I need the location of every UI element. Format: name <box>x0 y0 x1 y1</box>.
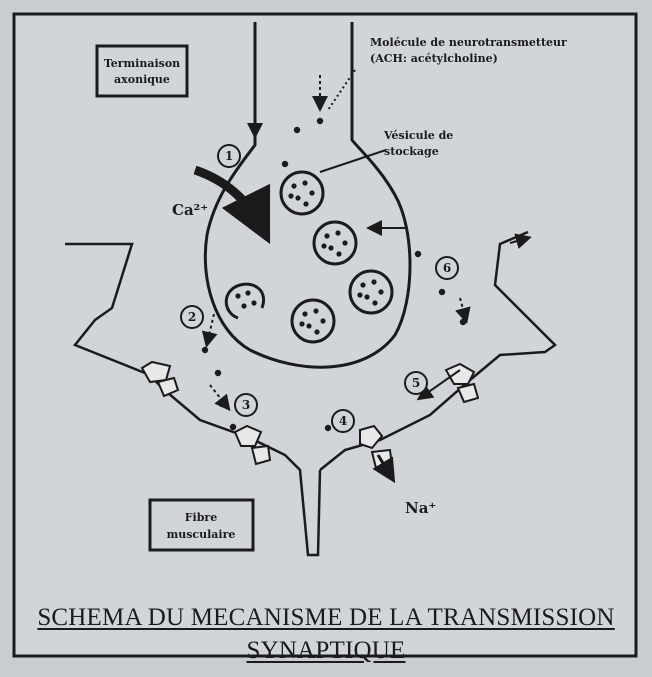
svg-text:3: 3 <box>242 398 250 412</box>
vesicle-label: Vésicule de <box>383 129 453 142</box>
step-marker: 2 <box>181 306 203 328</box>
diagram-caption-line-1: SCHEMA DU MECANISME DE LA TRANSMISSION <box>0 604 652 632</box>
svg-text:5: 5 <box>412 376 420 390</box>
sodium-label: Na⁺ <box>405 499 436 517</box>
axon-terminal-label: Terminaison axonique <box>97 46 187 96</box>
svg-text:Terminaison: Terminaison <box>104 57 180 70</box>
vesicle <box>292 300 334 342</box>
svg-text:2: 2 <box>188 310 196 324</box>
svg-text:6: 6 <box>443 261 451 275</box>
vesicle-label-sub: stockage <box>384 145 439 158</box>
neurotransmitter-label-sub: (ACH: acétylcholine) <box>370 52 498 65</box>
diagram-caption-line-2: SYNAPTIQUE <box>0 637 652 665</box>
svg-text:Fibre: Fibre <box>185 511 217 524</box>
muscle-fiber-label: Fibre musculaire <box>150 500 253 550</box>
step-marker: 3 <box>235 394 257 416</box>
svg-text:musculaire: musculaire <box>167 528 236 541</box>
step-marker: 5 <box>405 372 427 394</box>
step-marker: 6 <box>436 257 458 279</box>
neurotransmitter-label: Molécule de neurotransmetteur <box>370 36 567 49</box>
svg-text:axonique: axonique <box>114 73 170 86</box>
vesicle <box>350 271 392 313</box>
svg-text:1: 1 <box>225 149 233 163</box>
vesicle <box>314 222 356 264</box>
vesicle <box>281 172 323 214</box>
calcium-label: Ca²⁺ <box>172 201 208 219</box>
svg-text:4: 4 <box>339 414 347 428</box>
step-marker: 1 <box>218 145 240 167</box>
step-marker: 4 <box>332 410 354 432</box>
